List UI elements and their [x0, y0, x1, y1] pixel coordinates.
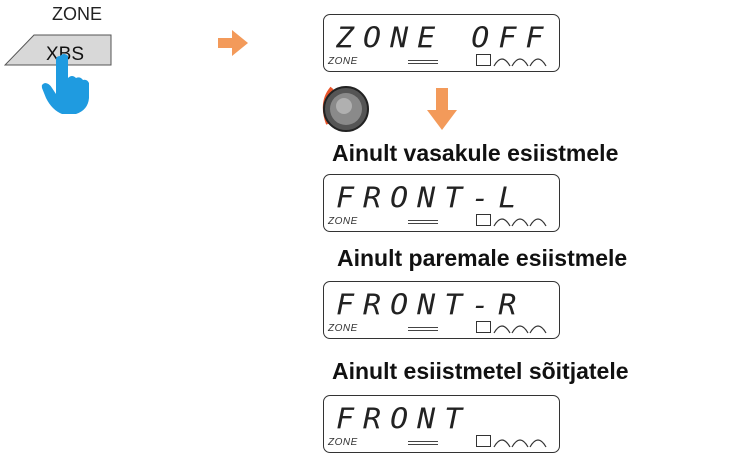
seat-zone-icon — [476, 54, 491, 66]
lcd-zone-indicator: ZONE — [328, 437, 358, 448]
pointing-hand-icon — [41, 54, 89, 114]
arrow-right-icon — [218, 30, 248, 56]
lcd-display-front-r: FRONT-R ZONE — [323, 281, 560, 339]
divider — [408, 63, 438, 64]
lcd-display-front: FRONT ZONE — [323, 395, 560, 453]
seat-zone-icon — [476, 321, 491, 333]
divider — [408, 330, 438, 331]
lcd-text: FRONT — [336, 402, 472, 437]
lcd-zone-indicator: ZONE — [328, 323, 358, 334]
lcd-display-front-l: FRONT-L ZONE — [323, 174, 560, 232]
xbs-button[interactable] — [4, 34, 112, 66]
divider — [408, 444, 438, 445]
caption-front-right: Ainult paremale esiistmele — [337, 245, 628, 271]
lcd-zone-indicator: ZONE — [328, 56, 358, 67]
lcd-text: ZONE OFF — [336, 21, 553, 56]
speaker-arcs-icon — [493, 325, 547, 334]
caption-front-seats: Ainult esiistmetel sõitjatele — [332, 358, 629, 384]
divider — [408, 223, 438, 224]
caption-front-left: Ainult vasakule esiistmele — [332, 140, 619, 166]
lcd-display-zone-off: ZONE OFF ZONE — [323, 14, 560, 72]
seat-zone-icon — [476, 435, 491, 447]
speaker-arcs-icon — [493, 439, 547, 448]
lcd-zone-indicator: ZONE — [328, 216, 358, 227]
rotary-knob-icon — [322, 86, 369, 132]
divider — [408, 220, 438, 221]
divider — [408, 327, 438, 328]
divider — [408, 60, 438, 61]
divider — [408, 441, 438, 442]
speaker-arcs-icon — [493, 218, 547, 227]
speaker-arcs-icon — [493, 58, 547, 67]
lcd-text: FRONT-L — [336, 181, 526, 216]
arrow-down-icon — [427, 88, 457, 130]
seat-zone-icon — [476, 214, 491, 226]
lcd-text: FRONT-R — [336, 288, 526, 323]
zone-button-label: ZONE — [52, 4, 103, 24]
